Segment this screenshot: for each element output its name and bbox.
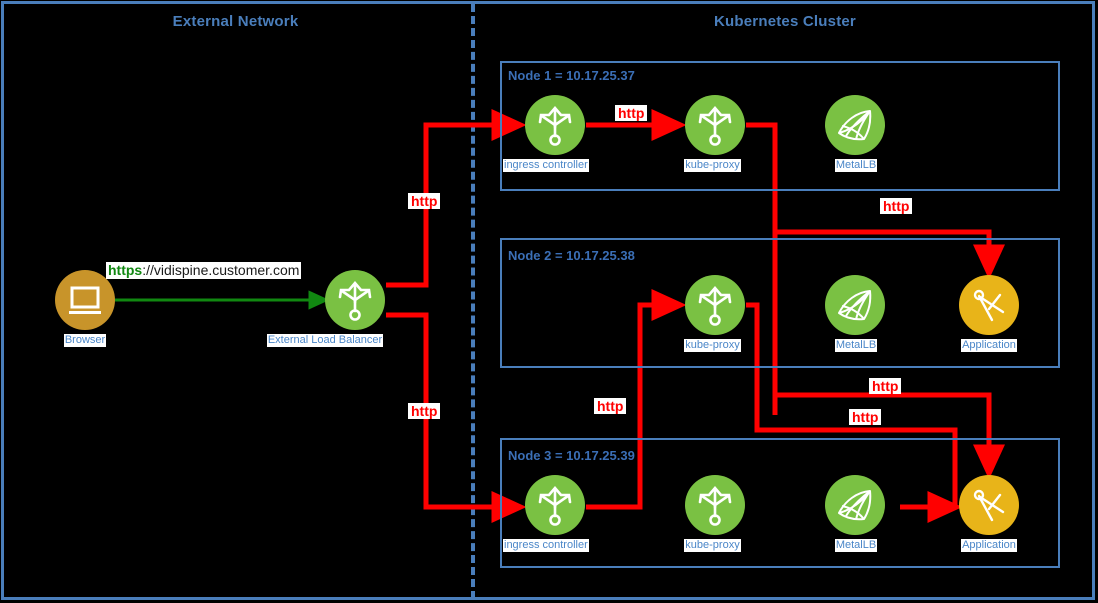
node1-ingress-controller-label: ingress controller <box>503 159 589 172</box>
node3-application-label: Application <box>961 539 1017 552</box>
browser-node[interactable]: Browser <box>55 270 115 348</box>
https-url-label: https://vidispine.customer.com <box>106 262 302 279</box>
kube-proxy-circle <box>685 95 745 155</box>
load-balancer-circle <box>325 270 385 330</box>
application-circle <box>959 475 1019 535</box>
node2-kube-proxy-label: kube-proxy <box>684 339 741 352</box>
load-balancer-icon <box>538 486 572 526</box>
node3-metallb[interactable]: MetalLB <box>825 475 885 553</box>
url-host: ://vidispine.customer.com <box>142 262 300 278</box>
node1-kube-proxy[interactable]: kube-proxy <box>684 95 745 173</box>
mesh-net-icon <box>838 110 872 141</box>
external-load-balancer-label: External Load Balancer <box>266 334 384 347</box>
edge-label-node1-proxy-to-node3-app: http <box>869 378 902 394</box>
load-balancer-icon <box>338 281 372 321</box>
node1-ingress-controller[interactable]: ingress controller <box>503 95 589 173</box>
node1-metallb-label: MetalLB <box>834 159 878 172</box>
node2-application-label: Application <box>961 339 1017 352</box>
node3-kube-proxy[interactable]: kube-proxy <box>684 475 745 553</box>
node3-metallb-label: MetalLB <box>834 539 878 552</box>
node3-kube-proxy-label: kube-proxy <box>684 539 741 552</box>
load-balancer-icon <box>538 106 572 146</box>
node-box-2 <box>500 238 1060 368</box>
kube-proxy-circle <box>685 275 745 335</box>
edge-label-lb-to-node3: http <box>408 403 441 419</box>
node2-metallb-label: MetalLB <box>834 339 878 352</box>
node3-application[interactable]: Application <box>959 475 1019 553</box>
node3-ingress-controller-label: ingress controller <box>503 539 589 552</box>
external-load-balancer-node[interactable]: External Load Balancer <box>266 270 385 348</box>
edge-label-node2-proxy-to-node3-app: http <box>849 409 882 425</box>
metallb-circle <box>825 95 885 155</box>
load-balancer-icon <box>698 486 732 526</box>
compass-icon <box>973 289 1005 322</box>
zone-title-cluster: Kubernetes Cluster <box>714 13 856 30</box>
metallb-circle <box>825 475 885 535</box>
node1-kube-proxy-label: kube-proxy <box>684 159 741 172</box>
edge-label-node1-ingress-to-proxy: http <box>615 105 648 121</box>
edge-label-node1-proxy-to-node2-app: http <box>880 198 913 214</box>
network-boundary-divider <box>471 4 475 599</box>
node2-kube-proxy[interactable]: kube-proxy <box>684 275 745 353</box>
load-balancer-icon <box>698 286 732 326</box>
kube-proxy-circle <box>685 475 745 535</box>
node-label-3: Node 3 = 10.17.25.39 <box>508 448 635 463</box>
mesh-net-icon <box>838 490 872 521</box>
metallb-circle <box>825 275 885 335</box>
node-label-2: Node 2 = 10.17.25.38 <box>508 248 635 263</box>
ingress-controller-circle <box>525 475 585 535</box>
browser-circle <box>55 270 115 330</box>
edge-label-node3-ingress-to-node2-proxy: http <box>594 398 627 414</box>
monitor-icon <box>69 286 101 314</box>
application-circle <box>959 275 1019 335</box>
mesh-net-icon <box>838 290 872 321</box>
node2-application[interactable]: Application <box>959 275 1019 353</box>
compass-icon <box>973 489 1005 522</box>
load-balancer-icon <box>698 106 732 146</box>
node3-ingress-controller[interactable]: ingress controller <box>503 475 589 553</box>
node2-metallb[interactable]: MetalLB <box>825 275 885 353</box>
browser-label: Browser <box>63 334 107 347</box>
node-label-1: Node 1 = 10.17.25.37 <box>508 68 635 83</box>
ingress-controller-circle <box>525 95 585 155</box>
node1-metallb[interactable]: MetalLB <box>825 95 885 173</box>
node-box-3 <box>500 438 1060 568</box>
zone-title-external: External Network <box>172 13 299 30</box>
url-scheme: https <box>108 262 143 278</box>
node-box-1 <box>500 61 1060 191</box>
edge-label-lb-to-node1: http <box>408 193 441 209</box>
